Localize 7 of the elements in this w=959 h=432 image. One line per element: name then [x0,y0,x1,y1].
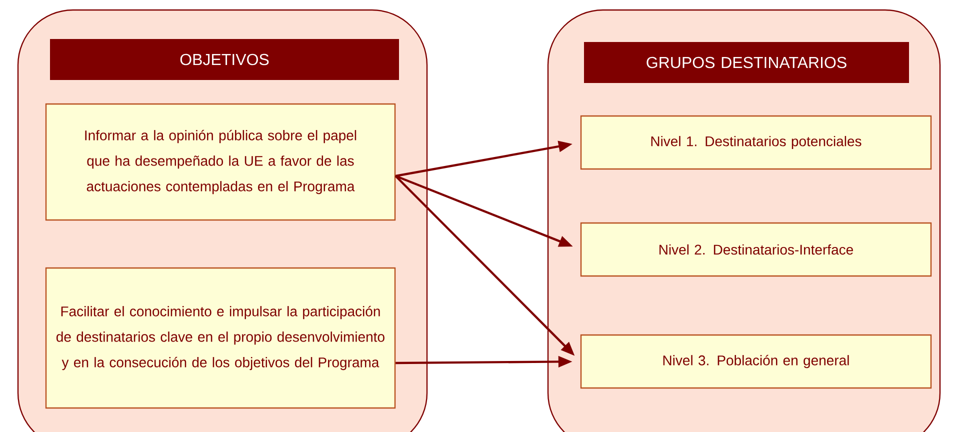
header-band: OBJETIVOS [50,39,399,80]
text-box: Facilitar el conocimiento e impulsar la participación de destinatarios clave en el propio desenvolvimiento y en la consecución de los objetivos del Programa [45,267,396,409]
text-box: Informar a la opinión pública sobre el papel que ha desempeñado la UE a favor de las actuaciones contempladas en el Programa [45,103,396,221]
text-box: Nivel 2. Destinatarios-Interface [580,222,932,277]
header-band: GRUPOS DESTINATARIOS [584,42,909,83]
text-box: Nivel 3. Población en general [580,334,932,389]
text-box: Nivel 1. Destinatarios potenciales [580,115,932,170]
